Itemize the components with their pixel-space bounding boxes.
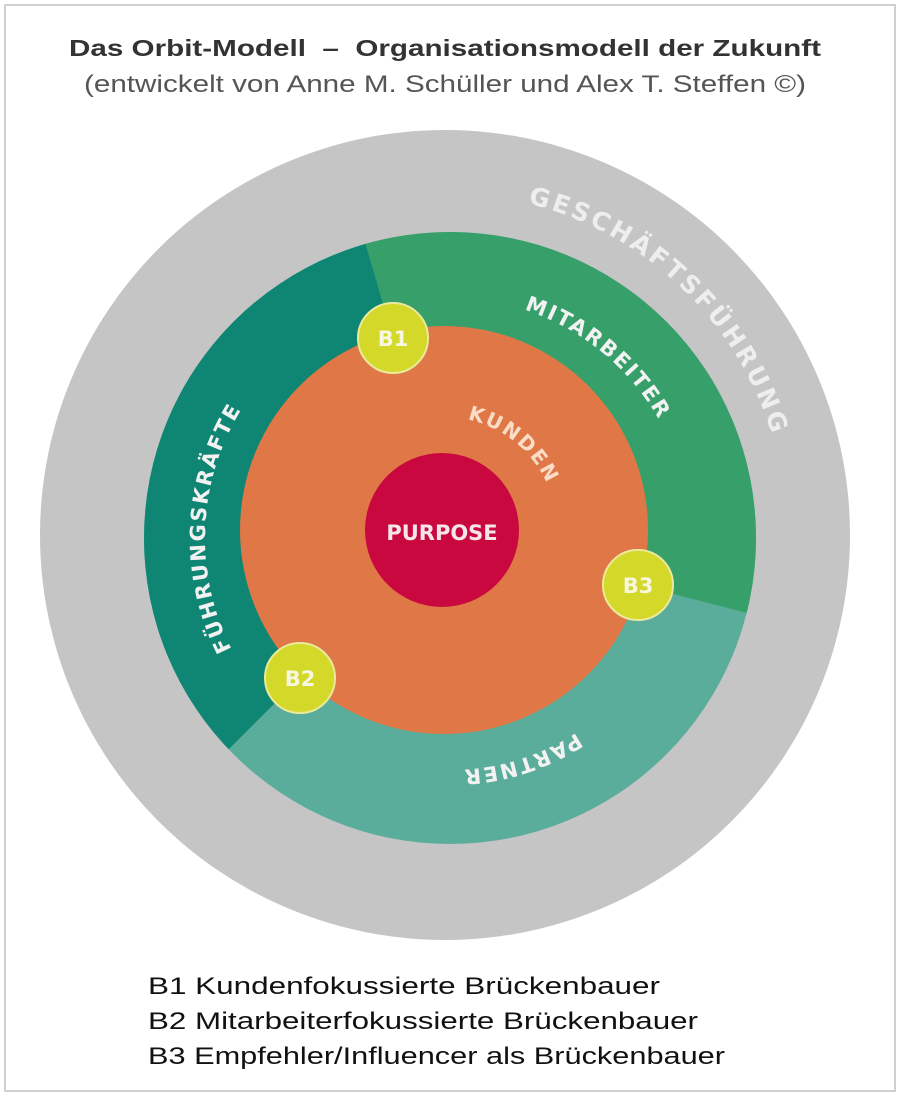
label-purpose: PURPOSE <box>386 521 497 545</box>
legend-item-b1: B1 Kundenfokussierte Brückenbauer <box>148 973 660 1000</box>
diagram-subtitle: (entwickelt von Anne M. Schüller und Ale… <box>84 71 806 98</box>
circle-purpose <box>365 453 519 607</box>
bridge-b2-label: B2 <box>285 667 316 691</box>
legend-item-b2: B2 Mitarbeiterfokussierte Brückenbauer <box>148 1008 698 1035</box>
bridge-b2: B2 <box>264 642 336 714</box>
diagram-title: Das Orbit-Modell – Organisationsmodell d… <box>69 35 821 61</box>
legend-item-b3: B3 Empfehler/Influencer als Brückenbauer <box>148 1043 725 1070</box>
legend: B1 Kundenfokussierte Brückenbauer B2 Mit… <box>148 973 725 1070</box>
bridge-b1-label: B1 <box>378 327 409 351</box>
bridge-b3: B3 <box>602 549 674 621</box>
bridge-b1: B1 <box>357 302 429 374</box>
bridge-b3-label: B3 <box>623 574 654 598</box>
